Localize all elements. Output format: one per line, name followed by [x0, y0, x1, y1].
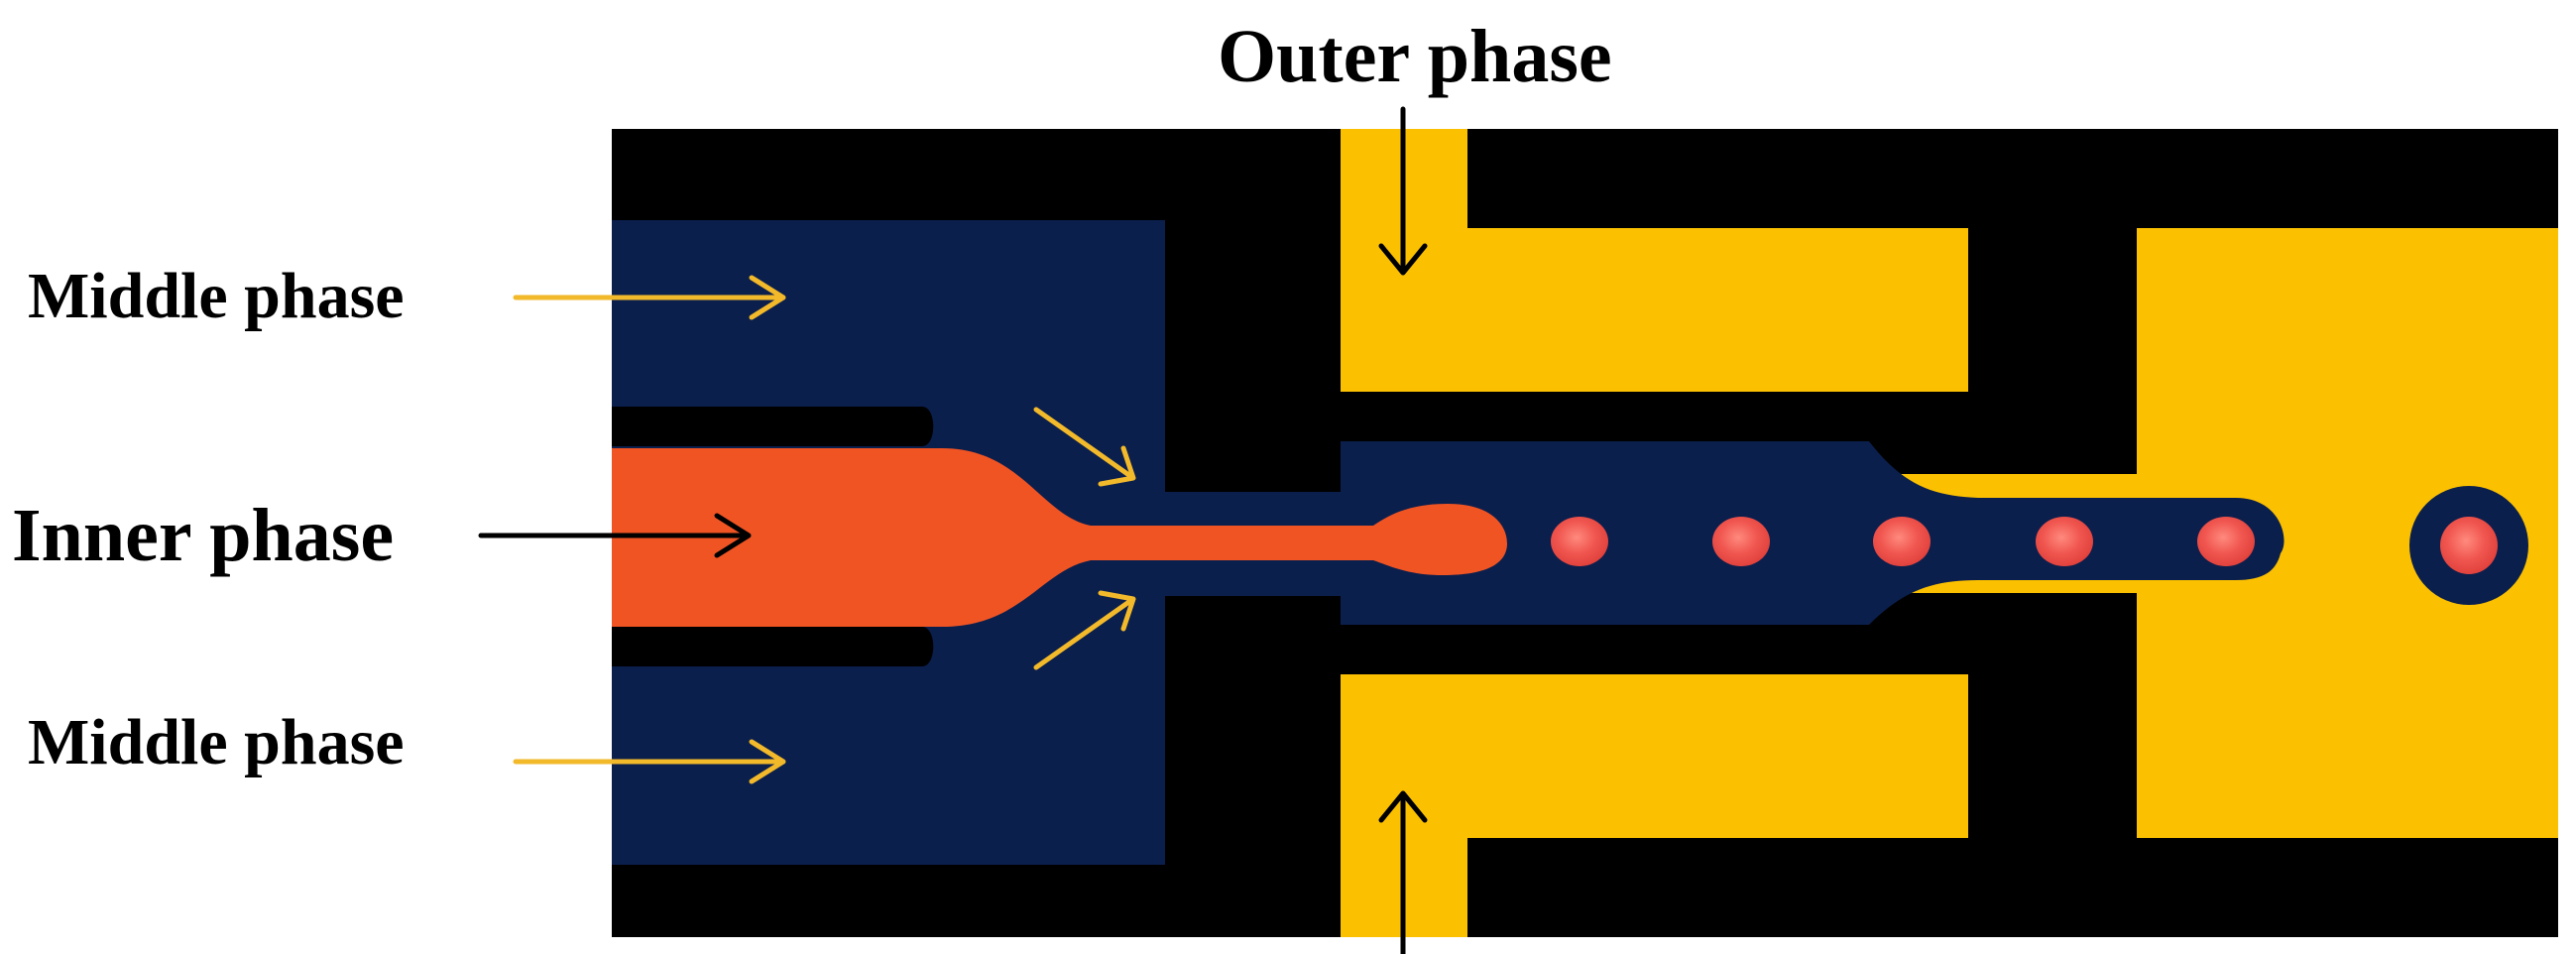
outer-phase-flow-arrows [1378, 106, 1428, 954]
inner-phase-fluid [612, 448, 1507, 627]
inner-capillary-wall-top [612, 407, 934, 446]
middle-phase-label-top: Middle phase [28, 260, 405, 332]
wall-block-top-right [1968, 228, 2137, 471]
collection-tube-wall-bottom [1341, 625, 1869, 674]
outer-phase-label: Outer phase [1218, 15, 1612, 98]
inner-capillary-wall-bottom [612, 627, 934, 666]
wall-block-bottom-right [1968, 598, 2137, 838]
middle-phase-flow-arrows [513, 275, 1136, 784]
droplet [1712, 517, 1770, 566]
droplet [2197, 517, 2255, 566]
droplet [1551, 517, 1608, 566]
inner-phase-label: Inner phase [12, 494, 394, 577]
droplet [1873, 517, 1931, 566]
droplet-train [1551, 517, 2255, 566]
inner-phase-flow-arrow [478, 513, 752, 558]
middle-phase-label-bottom: Middle phase [28, 706, 405, 778]
droplet [2036, 517, 2093, 566]
collection-tube-wall-top [1341, 392, 1869, 441]
double-emulsion-droplet [2409, 486, 2528, 605]
middle-phase-stream [1341, 441, 2284, 625]
